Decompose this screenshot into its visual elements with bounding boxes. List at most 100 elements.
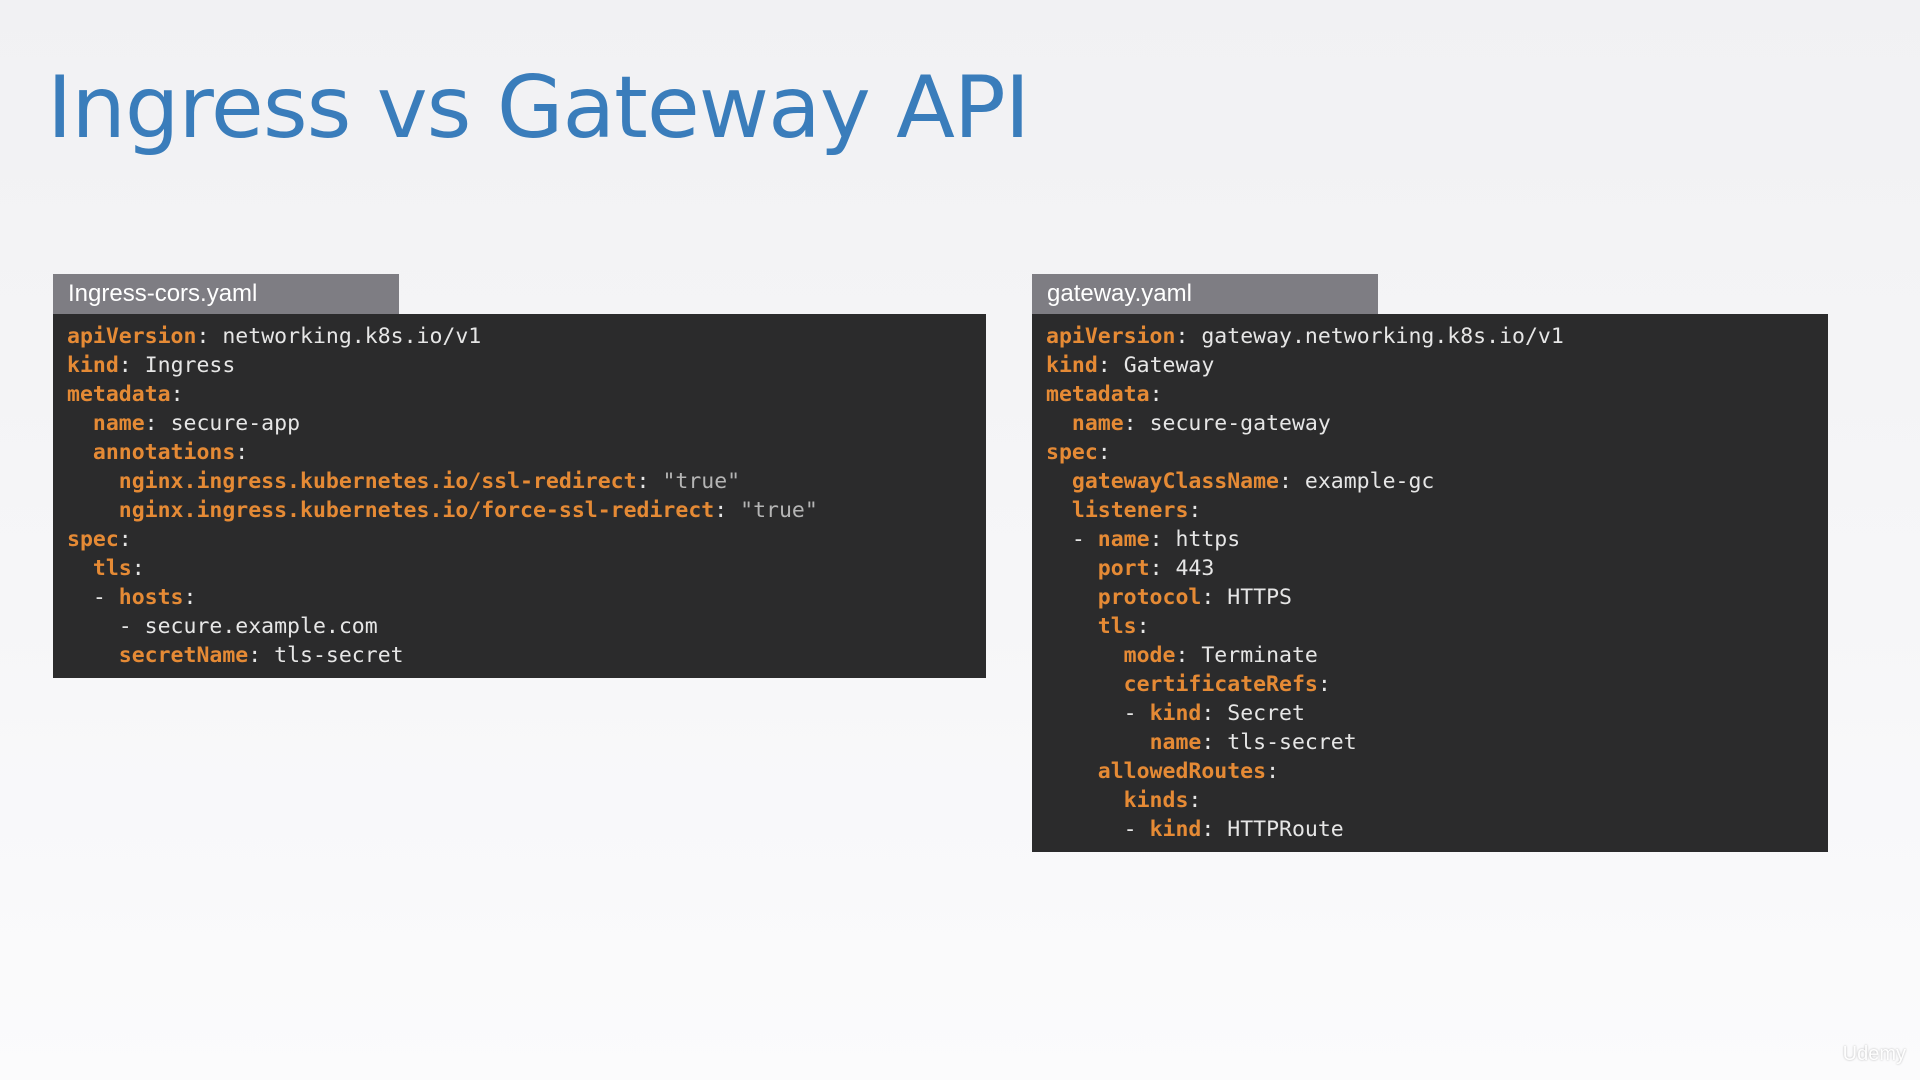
yaml-value: example-gc	[1304, 469, 1435, 494]
yaml-value: "true"	[662, 469, 741, 494]
yaml-key: secretName	[118, 643, 249, 668]
code-line: gatewayClassName: example-gc	[1046, 467, 1814, 496]
code-indent	[1046, 585, 1098, 610]
code-indent	[1046, 730, 1150, 755]
yaml-value: secure-app	[170, 411, 301, 436]
code-line: nginx.ingress.kubernetes.io/ssl-redirect…	[67, 467, 972, 496]
yaml-key: apiVersion	[1046, 324, 1176, 349]
code-line: allowedRoutes:	[1046, 757, 1814, 786]
code-indent	[1046, 556, 1098, 581]
yaml-key: spec	[1046, 440, 1098, 465]
slide-title: Ingress vs Gateway API	[47, 58, 1030, 158]
code-indent	[67, 643, 119, 668]
yaml-key: metadata	[1046, 382, 1150, 407]
code-indent	[1046, 672, 1124, 697]
code-line: kind: Ingress	[67, 353, 236, 378]
yaml-value: secure.example.com	[144, 614, 378, 639]
code-line: metadata:	[67, 382, 184, 407]
yaml-key: kind	[67, 353, 119, 378]
yaml-key: tls	[1097, 614, 1137, 639]
yaml-value: 443	[1175, 556, 1215, 581]
yaml-key: kind	[1046, 353, 1098, 378]
yaml-value: HTTPS	[1227, 585, 1292, 610]
yaml-value: gateway.networking.k8s.io/v1	[1201, 324, 1564, 349]
code-line: certificateRefs:	[1046, 670, 1814, 699]
ingress-yaml-panel: Ingress-cors.yaml apiVersion: networking…	[53, 274, 986, 678]
code-indent	[1046, 469, 1072, 494]
yaml-key: gatewayClassName	[1071, 469, 1279, 494]
code-line: listeners:	[1046, 496, 1814, 525]
yaml-key: kinds	[1123, 788, 1189, 813]
code-line: metadata:	[1046, 382, 1163, 407]
code-indent	[1046, 759, 1098, 784]
code-line: - secure.example.com	[67, 612, 972, 641]
code-indent: -	[67, 614, 145, 639]
code-line: protocol: HTTPS	[1046, 583, 1814, 612]
code-line: - kind: HTTPRoute	[1046, 817, 1344, 842]
code-line: - name: https	[1046, 527, 1241, 552]
yaml-key: name	[92, 411, 145, 436]
code-indent	[67, 469, 119, 494]
code-line: kinds:	[1046, 786, 1814, 815]
gateway-yaml-panel: gateway.yaml apiVersion: gateway.network…	[1032, 274, 1828, 852]
code-line: apiVersion: gateway.networking.k8s.io/v1	[1046, 324, 1564, 349]
yaml-key: allowedRoutes	[1097, 759, 1267, 784]
code-indent	[67, 556, 93, 581]
code-indent	[1046, 411, 1072, 436]
yaml-key: apiVersion	[67, 324, 197, 349]
code-indent: -	[1046, 527, 1098, 552]
yaml-key: port	[1097, 556, 1150, 581]
code-line: nginx.ingress.kubernetes.io/force-ssl-re…	[67, 496, 972, 525]
code-indent	[1046, 498, 1072, 523]
code-indent: -	[67, 585, 119, 610]
yaml-key: tls	[92, 556, 132, 581]
code-line: - kind: Secret	[1046, 701, 1305, 726]
yaml-key: name	[1149, 730, 1202, 755]
file-tab-gateway[interactable]: gateway.yaml	[1032, 274, 1378, 314]
code-line: tls:	[1046, 612, 1814, 641]
code-line: tls:	[67, 554, 972, 583]
code-line: name: secure-app	[67, 409, 972, 438]
yaml-value: "true"	[740, 498, 818, 523]
yaml-key: name	[1071, 411, 1124, 436]
yaml-value: Terminate	[1201, 643, 1318, 668]
code-line: name: tls-secret	[1046, 728, 1814, 757]
code-indent	[1046, 614, 1098, 639]
code-indent: -	[1046, 701, 1150, 726]
yaml-key: kind	[1149, 701, 1202, 726]
yaml-key: protocol	[1097, 585, 1202, 610]
yaml-value: https	[1175, 527, 1241, 552]
yaml-value: secure-gateway	[1149, 411, 1331, 436]
code-line: name: secure-gateway	[1046, 409, 1814, 438]
yaml-value: networking.k8s.io/v1	[222, 324, 482, 349]
code-block-ingress: apiVersion: networking.k8s.io/v1 kind: In…	[53, 314, 986, 678]
code-indent	[67, 411, 93, 436]
code-line: annotations:	[67, 438, 972, 467]
yaml-value: tls-secret	[274, 643, 404, 668]
code-line: port: 443	[1046, 554, 1814, 583]
code-line: spec:	[67, 527, 132, 552]
code-line: - hosts:	[67, 585, 197, 610]
code-line: spec:	[1046, 440, 1111, 465]
yaml-key: nginx.ingress.kubernetes.io/force-ssl-re…	[118, 498, 715, 523]
yaml-key: metadata	[67, 382, 171, 407]
code-indent	[1046, 788, 1124, 813]
code-indent: -	[1046, 817, 1150, 842]
yaml-key: name	[1097, 527, 1150, 552]
yaml-key: kind	[1149, 817, 1202, 842]
code-indent	[67, 498, 119, 523]
udemy-watermark: Udemy	[1842, 1043, 1906, 1065]
code-indent	[67, 440, 93, 465]
yaml-value: Secret	[1227, 701, 1305, 726]
yaml-key: annotations	[92, 440, 236, 465]
file-tab-ingress[interactable]: Ingress-cors.yaml	[53, 274, 399, 314]
yaml-key: spec	[67, 527, 119, 552]
code-block-gateway: apiVersion: gateway.networking.k8s.io/v1…	[1032, 314, 1828, 852]
code-line: apiVersion: networking.k8s.io/v1	[67, 324, 482, 349]
yaml-key: hosts	[118, 585, 184, 610]
code-line: kind: Gateway	[1046, 353, 1215, 378]
code-indent	[1046, 643, 1124, 668]
yaml-key: listeners	[1071, 498, 1189, 523]
yaml-value: Ingress	[144, 353, 236, 378]
yaml-key: certificateRefs	[1123, 672, 1318, 697]
